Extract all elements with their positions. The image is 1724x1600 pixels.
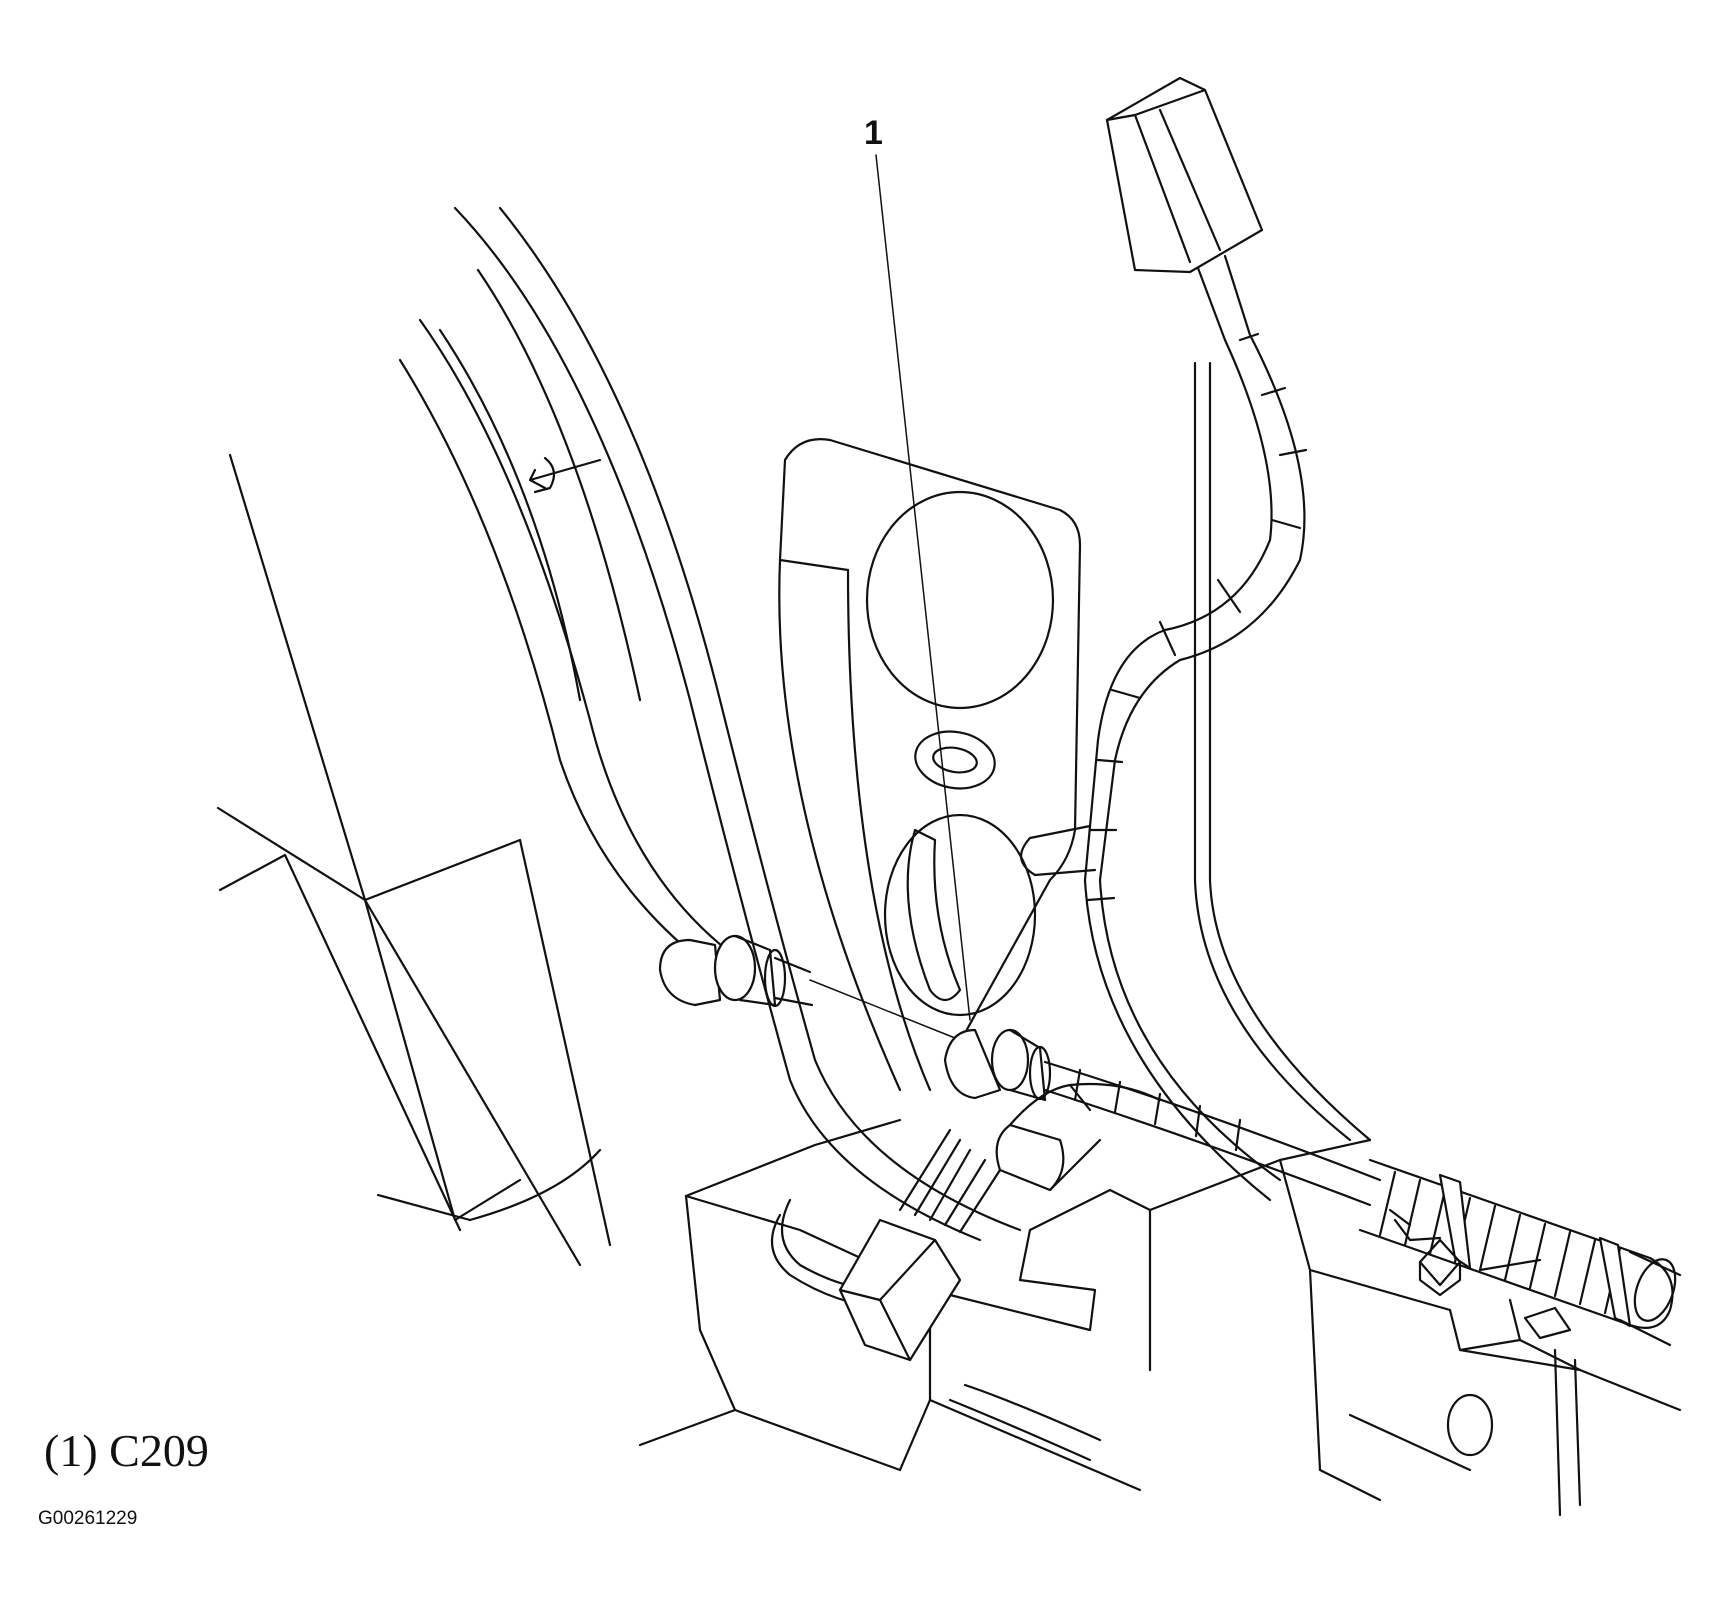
right-trim-lines: [1193, 361, 1372, 1142]
figure-code: G00261229: [38, 1508, 138, 1529]
lower-connector-harness: [770, 1082, 1162, 1362]
left-body-panel: [216, 453, 612, 1267]
callout-1: 1: [864, 114, 971, 1021]
upper-connector: [1020, 76, 1308, 1202]
legend-c209: (1) C209: [44, 1425, 209, 1476]
callout-number: 1: [864, 114, 883, 152]
lower-body-structure: [638, 1118, 1682, 1517]
corrugated-conduit: [1358, 1158, 1682, 1347]
connector-bracket: [778, 438, 1082, 1092]
pillar-trim-lines: [398, 206, 1022, 1242]
